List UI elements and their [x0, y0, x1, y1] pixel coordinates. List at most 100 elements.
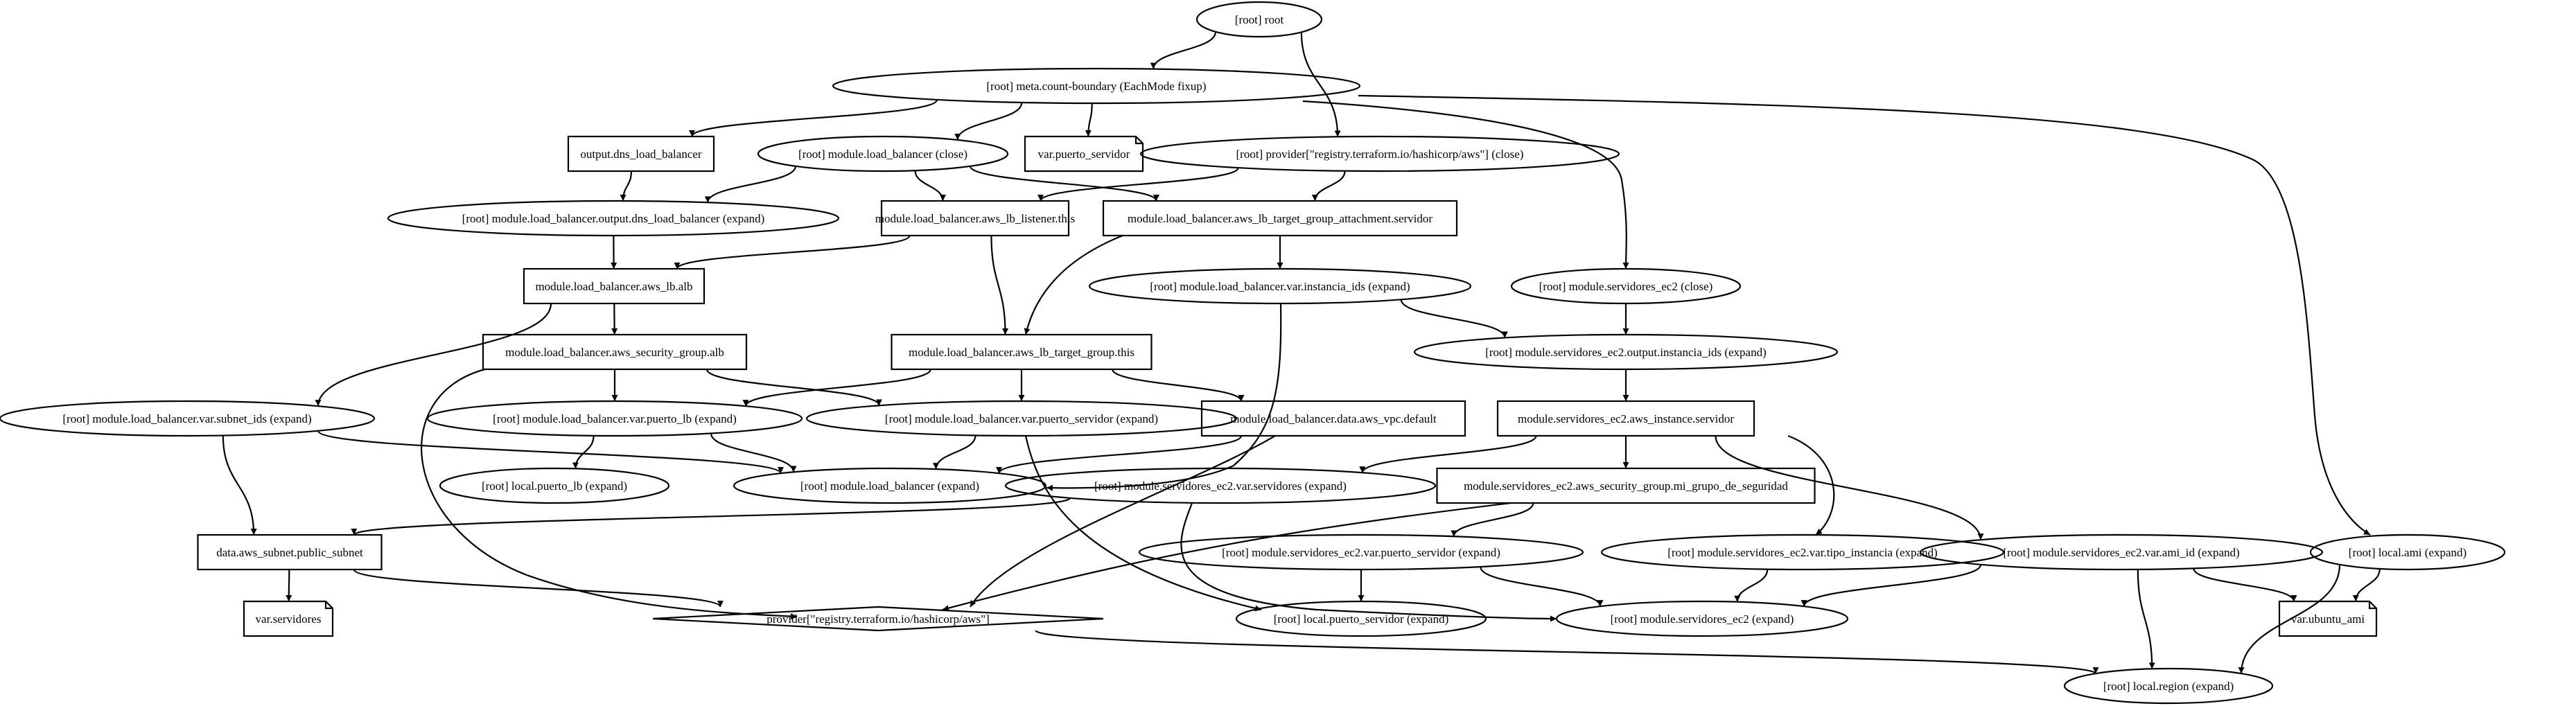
- edge-lb-vpc-to-lb-expand: [996, 435, 1243, 474]
- node-shape: [1413, 333, 1839, 371]
- edge-lb-subnet-ids-to-lb-expand: [317, 430, 784, 475]
- node-lb-sg: module.load_balancer.aws_security_group.…: [482, 333, 748, 371]
- node-lb-close: [root] module.load_balancer (close): [757, 135, 1009, 173]
- node-shape: [1600, 533, 2005, 571]
- edge-prov-close-to-lb-listener: [1037, 167, 1239, 202]
- node-provider: provider["registry.terraform.io/hashicor…: [652, 606, 1104, 632]
- node-label: module.load_balancer.aws_lb.alb: [535, 280, 692, 293]
- edge-srv-instance-to-srv-var-ami: [1715, 435, 1984, 540]
- node-label: [root] module.servidores_ec2.var.ami_id …: [2003, 546, 2239, 559]
- node-label: [root] local.ami (expand): [2349, 546, 2467, 559]
- edge-lb-puerto-srv-to-local-puerto-srv: [1024, 435, 1262, 612]
- node-subnet: data.aws_subnet.public_subnet: [197, 533, 383, 571]
- edge-lb-close-to-lb-out-dns: [704, 166, 797, 203]
- edge-lb-tg-to-lb-vpc: [1112, 369, 1245, 402]
- node-label: [root] module.servidores_ec2.var.servido…: [1094, 479, 1347, 493]
- node-layer: [root] root[root] meta.count-boundary (E…: [0, 1, 2506, 705]
- node-label: [root] module.load_balancer (expand): [800, 479, 979, 493]
- node-lb-out-dns: [root] module.load_balancer.output.dns_l…: [387, 200, 840, 237]
- edge-subnet-to-provider: [353, 568, 724, 608]
- edge-lb-puerto-lb-to-local-puerto-lb: [572, 435, 595, 469]
- node-srv-instance: module.servidores_ec2.aws_instance.servi…: [1496, 400, 1755, 437]
- edge-layer: [222, 31, 2381, 675]
- node-local-puerto-srv: [root] local.puerto_servidor (expand): [1235, 600, 1487, 637]
- edge-lb-puerto-srv-to-lb-expand: [933, 435, 976, 470]
- edge-lb-tg-to-lb-puerto-lb: [742, 369, 931, 407]
- edge-srv-var-ami-to-srv-expand: [1800, 564, 1982, 607]
- node-shape: [805, 400, 1238, 437]
- node-srv-var-ami: [root] module.servidores_ec2.var.ami_id …: [1919, 533, 2324, 571]
- node-label: var.servidores: [256, 612, 322, 626]
- edge-local-ami-to-var-ubuntu: [2352, 568, 2381, 602]
- node-label: module.load_balancer.data.aws_vpc.defaul…: [1230, 412, 1437, 425]
- node-label: [root] meta.count-boundary (EachMode fix…: [986, 80, 1206, 93]
- node-shape: [1138, 533, 1584, 571]
- node-label: [root] local.puerto_lb (expand): [482, 479, 627, 493]
- node-label: [root] module.load_balancer.var.puerto_s…: [885, 412, 1158, 425]
- edge-prov-close-to-lb-tg-attach: [1311, 170, 1346, 202]
- node-label: [root] provider["registry.terraform.io/h…: [1236, 148, 1524, 161]
- edge-lb-sg-to-provider: [421, 368, 798, 620]
- node-shape: [1919, 533, 2324, 571]
- node-srv-var-tipo: [root] module.servidores_ec2.var.tipo_in…: [1600, 533, 2005, 571]
- edge-lb-close-to-lb-tg-attach: [969, 166, 1159, 202]
- node-var-puerto: var.puerto_servidor: [1024, 135, 1144, 173]
- node-shape: [1200, 400, 1466, 437]
- edge-provider-to-local-region: [1035, 629, 2099, 675]
- edge-srv-sg-to-srv-var-puerto: [1451, 502, 1534, 537]
- node-label: [root] module.servidores_ec2.var.puerto_…: [1222, 546, 1500, 559]
- node-label: module.load_balancer.aws_security_group.…: [505, 346, 724, 359]
- edge-subnet-to-var-servidores: [286, 569, 292, 602]
- node-prov-close: [root] provider["registry.terraform.io/h…: [1139, 135, 1620, 173]
- node-shape: [733, 467, 1047, 504]
- node-label: [root] module.load_balancer.var.puerto_l…: [493, 412, 737, 425]
- node-shape: [482, 333, 748, 371]
- edge-lb-vpc-to-provider: [970, 435, 1276, 608]
- note-fold: [2368, 601, 2376, 610]
- node-label: var.ubuntu_ami: [2291, 612, 2365, 626]
- node-srv-out-ids: [root] module.servidores_ec2.output.inst…: [1413, 333, 1839, 371]
- node-lb-listener: module.load_balancer.aws_lb_listener.thi…: [875, 200, 1075, 237]
- node-shape: [1102, 200, 1458, 237]
- edge-lb-puerto-lb-to-lb-expand: [710, 433, 797, 473]
- edge-srv-var-puerto-to-srv-expand: [1480, 566, 1604, 607]
- node-label: module.load_balancer.aws_lb_listener.thi…: [875, 212, 1075, 225]
- note-fold: [1134, 136, 1143, 145]
- node-label: module.servidores_ec2.aws_security_group…: [1464, 479, 1788, 493]
- edge-srv-var-tipo-to-srv-expand: [1734, 569, 1769, 602]
- node-shape: [832, 67, 1361, 105]
- edge-lb-tg-attach-to-lb-tg: [1024, 234, 1123, 335]
- node-var-ubuntu: var.ubuntu_ami: [2278, 600, 2378, 637]
- node-label: [root] local.region (expand): [2103, 680, 2234, 693]
- node-label: [root] module.servidores_ec2 (close): [1539, 280, 1713, 293]
- node-label: module.load_balancer.aws_lb_target_group…: [1128, 212, 1432, 225]
- node-shape: [2063, 667, 2274, 705]
- node-shape: [243, 600, 334, 637]
- node-local-ami: [root] local.ami (expand): [2309, 533, 2506, 571]
- node-shape: [1088, 267, 1472, 305]
- edge-lb-listener-to-lb-tg: [990, 235, 1009, 335]
- node-shape: [1024, 135, 1144, 173]
- node-shape: [891, 333, 1153, 371]
- node-label: module.servidores_ec2.aws_instance.servi…: [1518, 412, 1734, 425]
- note-fold: [324, 601, 333, 610]
- node-label: var.puerto_servidor: [1038, 148, 1130, 161]
- node-label: [root] local.puerto_servidor (expand): [1274, 612, 1449, 626]
- node-shape: [2278, 600, 2378, 637]
- node-label: [root] module.load_balancer (close): [798, 148, 967, 161]
- edge-srv-var-srvs-to-srv-expand: [1180, 502, 1557, 622]
- node-shape: [1496, 400, 1755, 437]
- node-shape: [1235, 600, 1487, 637]
- node-local-puerto-lb: [root] local.puerto_lb (expand): [439, 467, 670, 504]
- node-label: [root] module.load_balancer.var.instanci…: [1150, 280, 1410, 293]
- edge-lb-listener-to-lb-alb: [674, 235, 911, 270]
- edge-srv-var-ami-to-local-region: [2137, 569, 2155, 669]
- edge-srv-instance-to-srv-var-tipo: [1787, 434, 1835, 536]
- node-label: module.load_balancer.aws_lb_target_group…: [909, 346, 1134, 359]
- node-shape: [0, 400, 376, 437]
- node-srv-expand: [root] module.servidores_ec2 (expand): [1555, 600, 1849, 637]
- node-lb-subnet-ids: [root] module.load_balancer.var.subnet_i…: [0, 400, 376, 437]
- node-shape: [652, 606, 1104, 632]
- node-srv-sg: module.servidores_ec2.aws_security_group…: [1436, 467, 1816, 504]
